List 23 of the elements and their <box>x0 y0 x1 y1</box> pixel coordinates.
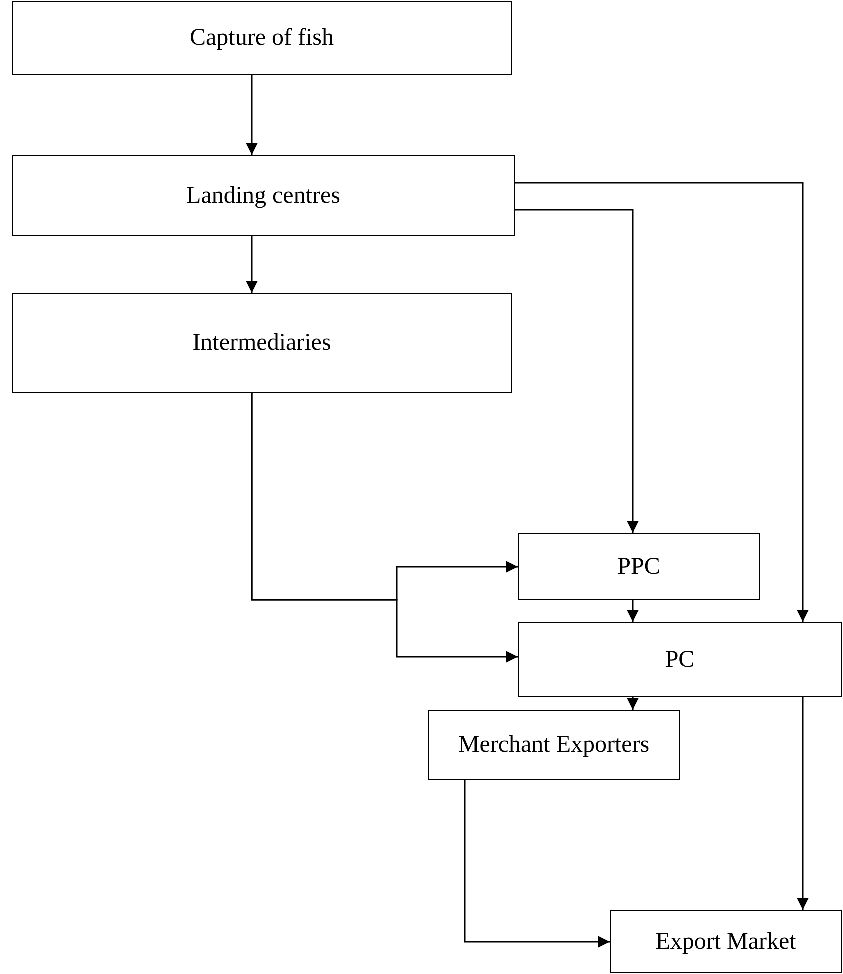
process-box <box>12 1 512 75</box>
process-box <box>428 710 680 780</box>
arrow <box>515 209 639 533</box>
process-box <box>610 910 842 973</box>
arrow <box>515 182 809 622</box>
arrow <box>627 600 639 622</box>
arrow <box>464 780 610 948</box>
box-label: Landing centres <box>186 182 340 210</box>
box-label: Merchant Exporters <box>458 731 650 760</box>
arrow <box>627 697 639 710</box>
arrow <box>246 236 258 293</box>
box-label: PC <box>665 646 695 674</box>
arrow <box>251 393 518 663</box>
process-box <box>12 155 515 236</box>
box-label: Intermediaries <box>192 329 332 358</box>
arrow <box>797 697 809 910</box>
process-box <box>518 533 760 600</box>
box-label: Capture of fish <box>190 24 334 53</box>
arrow <box>246 75 258 155</box>
box-label: PPC <box>618 552 660 582</box>
box-label: Export Market <box>656 928 796 956</box>
process-box <box>12 293 512 393</box>
process-box <box>518 622 842 697</box>
